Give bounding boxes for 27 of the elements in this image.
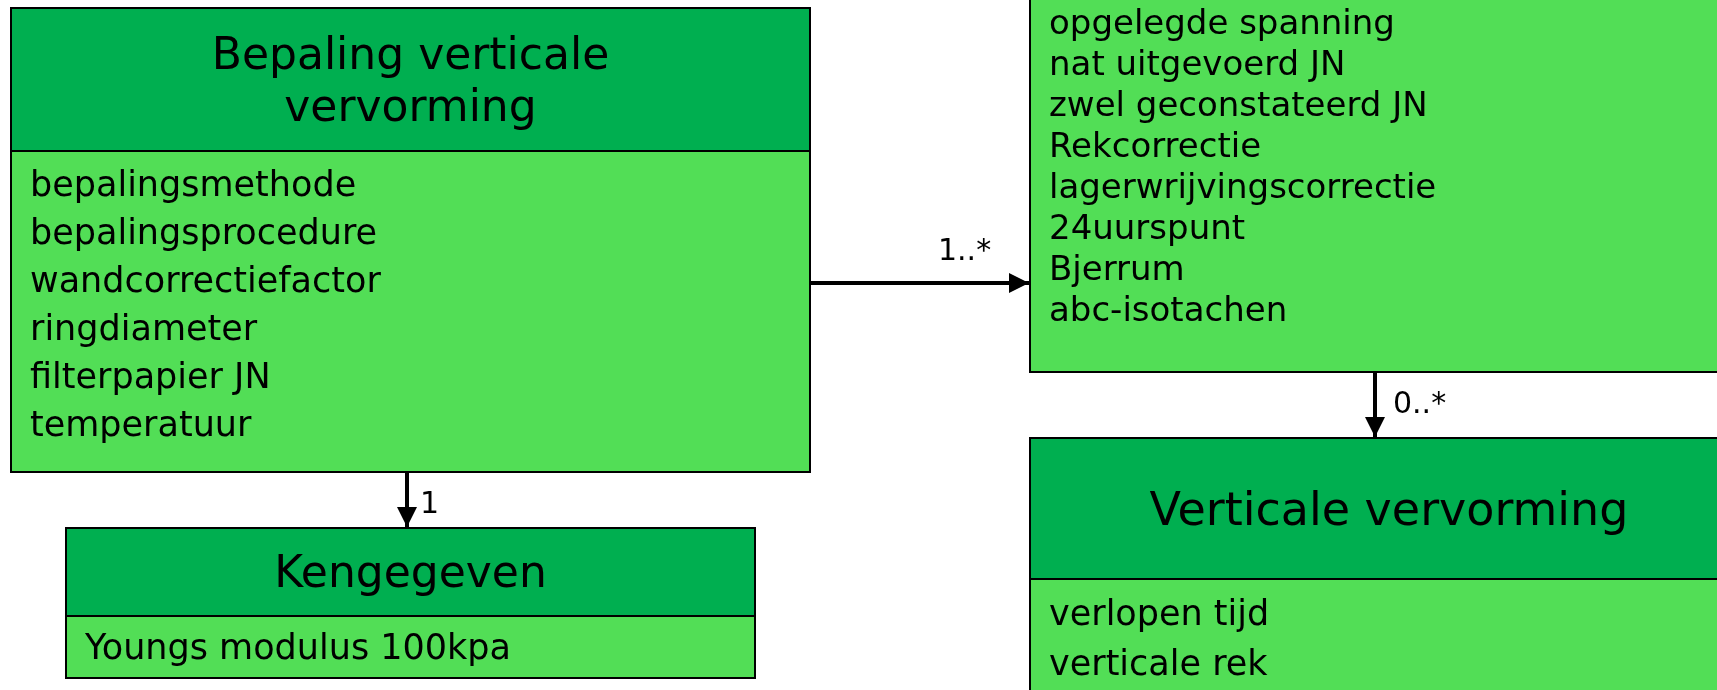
class-box: [1029, 437, 1717, 690]
attribute-text: filterpapier JN: [30, 355, 271, 398]
association-arrow: [811, 273, 1029, 293]
attribute-text: abc-isotachen: [1049, 289, 1288, 330]
attribute-text: bepalingsmethode: [30, 163, 357, 206]
attribute-text: wandcorrectiefactor: [30, 259, 381, 302]
class-box: [1029, 0, 1717, 373]
class-box: [10, 7, 811, 473]
attribute-text: bepalingsprocedure: [30, 211, 378, 254]
attribute-text: verlopen tijd: [1049, 592, 1270, 635]
attribute-text: opgelegde spanning: [1049, 2, 1395, 43]
attribute-text: nat uitgevoerd JN: [1049, 43, 1346, 84]
attribute-text: lagerwrijvingscorrectie: [1049, 166, 1437, 207]
class-name: Verticale vervorming: [1149, 481, 1629, 536]
attribute-text: Youngs modulus 100kpa: [85, 626, 511, 669]
attribute-text: 24uurspunt: [1049, 207, 1246, 248]
attribute-text: ringdiameter: [30, 307, 258, 350]
association-arrow: [397, 473, 417, 527]
attribute-text: temperatuur: [30, 403, 252, 446]
attribute-text: zwel geconstateerd JN: [1049, 84, 1428, 125]
class-box: [65, 527, 756, 679]
attribute-text: Bjerrum: [1049, 248, 1185, 289]
attribute-text: verticale rek: [1049, 642, 1268, 685]
association-arrow: [1365, 373, 1385, 437]
attribute-text: Rekcorrectie: [1049, 125, 1262, 166]
class-name: Bepaling verticale vervorming: [210, 27, 611, 132]
class-name: Kengegeven: [274, 546, 547, 598]
